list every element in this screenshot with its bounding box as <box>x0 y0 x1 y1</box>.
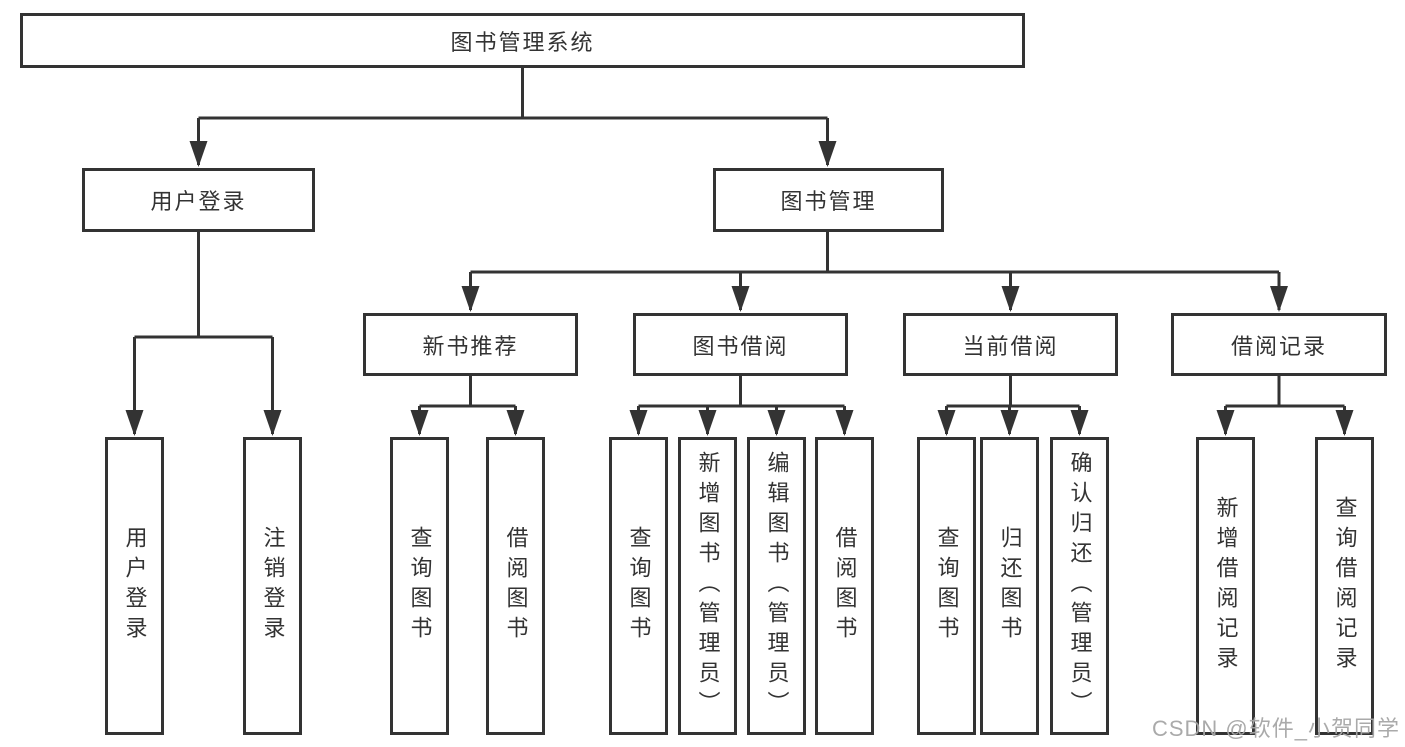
leaf-add-books-admin-label: 新增图书（管理员） <box>695 451 721 721</box>
leaf-borrow-books: 借阅图书 <box>815 437 874 735</box>
leaf-query-books-current-label: 查询图书 <box>934 526 960 646</box>
leaf-add-books-admin: 新增图书（管理员） <box>678 437 737 735</box>
node-book-borrowing: 图书借阅 <box>633 313 848 376</box>
node-current-borrowing-label: 当前借阅 <box>962 333 1059 359</box>
leaf-logout: 注销登录 <box>243 437 302 735</box>
leaf-query-books-borrow: 查询图书 <box>609 437 668 735</box>
leaf-query-books-current: 查询图书 <box>917 437 976 735</box>
leaf-logout-label: 注销登录 <box>260 526 286 646</box>
leaf-confirm-return-admin-label: 确认归还（管理员） <box>1067 451 1093 721</box>
node-new-book-recommend: 新书推荐 <box>363 313 578 376</box>
leaf-edit-books-admin: 编辑图书（管理员） <box>747 437 806 735</box>
leaf-add-borrow-record-label: 新增借阅记录 <box>1213 496 1239 676</box>
leaf-edit-books-admin-label: 编辑图书（管理员） <box>764 451 790 721</box>
leaf-borrow-books-recommend: 借阅图书 <box>486 437 545 735</box>
leaf-borrow-books-label: 借阅图书 <box>832 526 858 646</box>
node-borrowing-records-label: 借阅记录 <box>1230 333 1327 359</box>
leaf-query-books-borrow-label: 查询图书 <box>626 526 652 646</box>
node-user-login-label: 用户登录 <box>150 189 247 214</box>
leaf-query-borrow-record: 查询借阅记录 <box>1315 437 1374 735</box>
leaf-user-login: 用户登录 <box>105 437 164 735</box>
node-book-management: 图书管理 <box>713 168 944 232</box>
leaf-return-books: 归还图书 <box>980 437 1039 735</box>
leaf-query-books-recommend-label: 查询图书 <box>407 526 433 646</box>
leaf-add-borrow-record: 新增借阅记录 <box>1196 437 1255 735</box>
node-new-book-recommend-label: 新书推荐 <box>422 333 519 359</box>
node-book-management-label: 图书管理 <box>780 189 877 214</box>
leaf-query-books-recommend: 查询图书 <box>390 437 449 735</box>
leaf-query-borrow-record-label: 查询借阅记录 <box>1332 496 1358 676</box>
node-book-borrowing-label: 图书借阅 <box>692 333 789 359</box>
node-root-system: 图书管理系统 <box>20 13 1025 68</box>
leaf-user-login-label: 用户登录 <box>122 526 148 646</box>
csdn-watermark: CSDN @软件_小贺同学 <box>1151 716 1400 741</box>
node-current-borrowing: 当前借阅 <box>903 313 1118 376</box>
leaf-return-books-label: 归还图书 <box>997 526 1023 646</box>
node-root-label: 图书管理系统 <box>450 29 595 55</box>
node-user-login: 用户登录 <box>82 168 315 232</box>
node-borrowing-records: 借阅记录 <box>1171 313 1387 376</box>
leaf-borrow-books-recommend-label: 借阅图书 <box>503 526 529 646</box>
leaf-confirm-return-admin: 确认归还（管理员） <box>1050 437 1109 735</box>
